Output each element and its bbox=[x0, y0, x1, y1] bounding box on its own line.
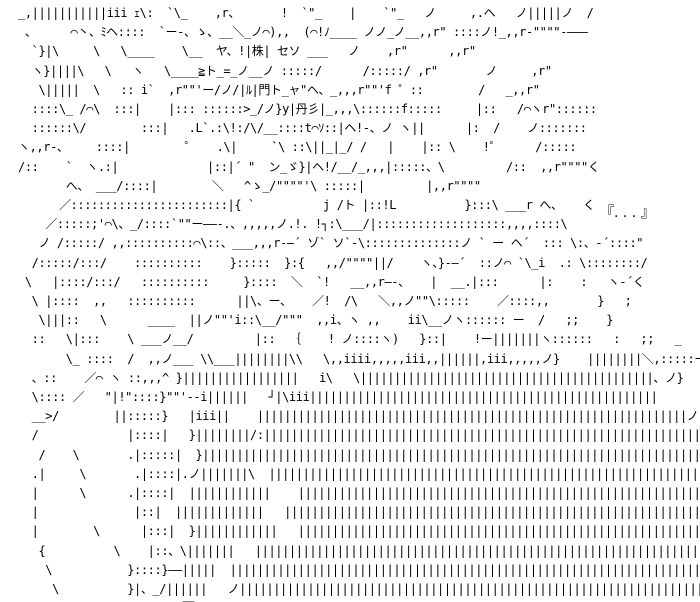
art-line: ヽ}||||\ \ ヽ \____≧ト_=_ノ__ノ :::::/ /:::::… bbox=[18, 63, 552, 78]
art-line: ヽ,,r-、 ::::| ゜ .\| `\ ::\||_|_/ / | |:: … bbox=[18, 140, 584, 155]
art-line: \||||| \ :: i` ,r""'ー/ノ/|ﾙ|門ト_ャ"ヘ、_,,,r"… bbox=[18, 82, 540, 97]
art-line: | \ .|::::| |||||||||||| |||||||||||||||… bbox=[31, 486, 700, 501]
art-line: | \ |:::| }|||||||||||| ||||||||||||||||… bbox=[31, 524, 700, 539]
art-line: ／:::::::::::::::::::::::|{ ` j /ト |::!L … bbox=[18, 198, 595, 213]
art-line: 、:: ／⌒ ヽ ::,,,^ }||||||||||||||||| i\ \|… bbox=[31, 370, 684, 385]
art-line: .| \ .|::::|.ノ|||||||\ |||||||||||||||||… bbox=[31, 466, 700, 481]
art-line: `}|\ \ \____ \__ ヤ、!|株| セソ ___ ノ ,r" ,,r… bbox=[18, 44, 476, 59]
art-line: ノ /:::::/ ,,::::::::::⌒\::、___,,,r-―´ ゾ`… bbox=[18, 236, 644, 251]
art-line: :: \|::: \ ___ノ__/ |:: ｛ ! ノ::::ヽ) }::| … bbox=[18, 332, 682, 347]
art-line: \|||:: \ ____ ||ノ""'i::\__/""" ,,i、ヽ ,, … bbox=[18, 313, 614, 328]
art-line: へ、 ___/::::| ＼ ^ゝ_/""""'\ :::::| |,,r"""… bbox=[18, 178, 481, 193]
art-line: \ |::::/:::/ :::::::::: }:::: ＼ `! __,,r… bbox=[18, 274, 645, 289]
art-line: /:: ` ヽ.:| |::|´ " ン_ゞ}|ヘ!/__/_,,,|:::::… bbox=[18, 159, 600, 174]
art-line: \ }|、_/|||||| ノ|||||||||||||||||||||||||… bbox=[52, 582, 700, 597]
art-line: ／:::::;'⌒\、_/::::`""ー――-.、,,,,,ノ.!. !┐:\… bbox=[18, 217, 568, 232]
art-line: 、 ⌒丶、ﾐヘ:::: `ー-、ゝ、__＼_ノ⌒),, (⌒!ﾉ____ ノノ_… bbox=[18, 25, 588, 40]
art-line: ::::\_ /⌒\ :::| |::: ::::::>_/ノ}y|丹彡|_,,… bbox=[18, 102, 597, 117]
art-line: \ }::::}――||||| ||||||||||||||||||||||||… bbox=[45, 562, 700, 577]
art-line: | |::| ||||||||||||| |||||||||||||||||||… bbox=[31, 505, 700, 520]
art-line: \_ :::: / ,,ノ___ \\___||||||||\\ \,,iiii… bbox=[18, 351, 700, 366]
art-line: / \ .|:::::| }||||||||||||||||||||||||||… bbox=[38, 447, 700, 462]
ascii-art-figure: _,|||||||||||iii ｪ\: `\_ ,r、 ! `"_ | `"_… bbox=[18, 4, 700, 602]
art-line: /:::::/:::/ :::::::::: }::::: }:{ ,,/"""… bbox=[18, 255, 648, 270]
art-line: \:::: ／ "|!"::::}""'--i|||||| ┘|\iii||||… bbox=[31, 390, 700, 405]
art-line: _,|||||||||||iii ｪ\: `\_ ,r、 ! `"_ | `"_… bbox=[18, 6, 594, 20]
art-line: ::::::\/ :::| .L`.:\!:/\/__::::t⌒ｿ::|ヘ!-… bbox=[18, 121, 587, 136]
art-line: / |::::| }||||||||/:||||||||||||||||||||… bbox=[31, 428, 700, 443]
art-line: \ |:::: ,, :::::::::: ||\、ー、 ／! /\ ＼,,ノ"… bbox=[18, 294, 632, 309]
speech-caption: 『. . . 』 bbox=[600, 205, 655, 221]
art-line: { \ |::、\||||||| |||||||||||||||||||||||… bbox=[38, 543, 700, 558]
art-line: __>/ ||:::::} |iii|| |||||||||||||||||||… bbox=[31, 409, 699, 424]
